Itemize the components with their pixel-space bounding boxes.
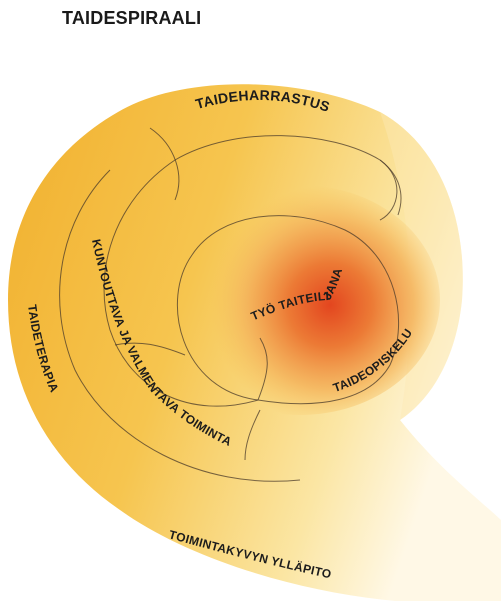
spiral-line-outer-turn (59, 169, 301, 482)
divider-2 (379, 159, 402, 216)
divider-5 (244, 409, 261, 461)
spiral-line-inner-circle (176, 215, 400, 405)
spiral-center-glow (160, 185, 440, 415)
divider-1 (149, 127, 180, 201)
divider-4 (114, 342, 186, 356)
divider-3 (257, 337, 268, 401)
page-title: TAIDESPIRAALI (62, 8, 202, 28)
